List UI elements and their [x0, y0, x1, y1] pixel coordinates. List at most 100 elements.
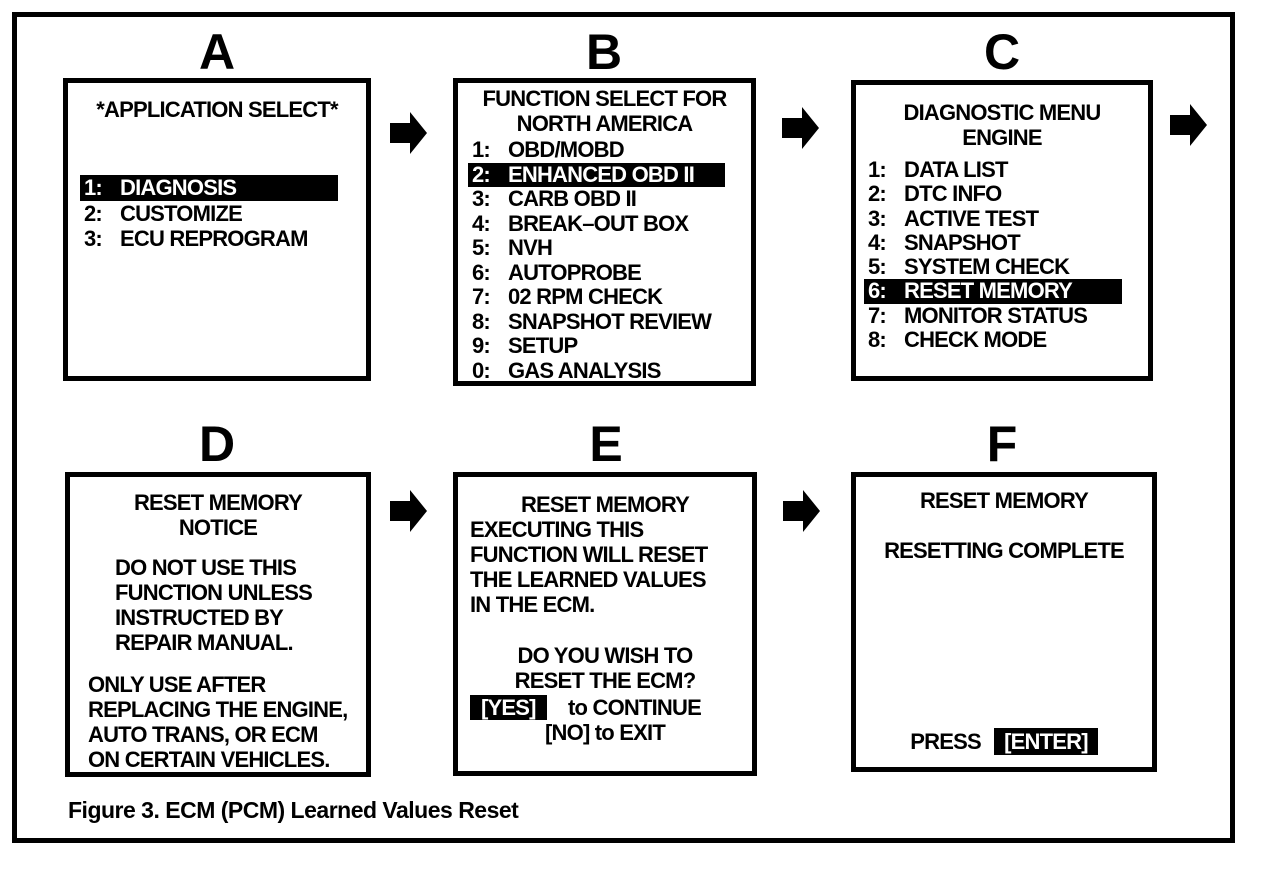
- panel-d-label: D: [198, 416, 236, 472]
- menu-list: 1: DATA LIST 2: DTC INFO 3: ACTIVE TEST …: [864, 157, 1122, 353]
- menu-item-reset-memory-selected: 6: RESET MEMORY: [864, 278, 1122, 304]
- panel-e-label: E: [589, 416, 623, 472]
- menu-item-label: SNAPSHOT REVIEW: [508, 308, 712, 334]
- menu-item-active-test: 3: ACTIVE TEST: [864, 205, 1122, 231]
- menu-item-label: RESET MEMORY: [904, 278, 1073, 304]
- menu-item-label: SYSTEM CHECK: [904, 254, 1070, 280]
- panel-a-label: A: [198, 24, 236, 80]
- screen-title: *APPLICATION SELECT*: [96, 97, 338, 122]
- menu-item-label: DTC INFO: [904, 181, 1002, 207]
- menu-item-label: DIAGNOSIS: [120, 175, 237, 200]
- screen-title-line: ENGINE: [962, 125, 1042, 150]
- menu-item-setup: 9: SETUP: [468, 333, 725, 359]
- menu-item-number: 3:: [472, 186, 491, 211]
- menu-item-label: OBD/MOBD: [508, 137, 625, 162]
- screen-title-line: NORTH AMERICA: [516, 111, 694, 136]
- menu-item-number: 1:: [868, 157, 887, 182]
- menu-item-diagnosis-selected: 1: DIAGNOSIS: [80, 175, 338, 201]
- menu-list: 1: DIAGNOSIS 2: CUSTOMIZE 3: ECU REPROGR…: [80, 175, 338, 252]
- usage-line: ONLY USE AFTER: [88, 672, 266, 697]
- menu-item-number: 9:: [472, 333, 491, 358]
- body-line: IN THE ECM.: [470, 592, 595, 617]
- menu-item-gas-analysis: 0: GAS ANALYSIS: [468, 357, 725, 384]
- panel-f-label: F: [986, 416, 1018, 472]
- flow-arrow-icon: [782, 107, 819, 149]
- usage-line: REPLACING THE ENGINE,: [88, 697, 348, 722]
- screen-title: FUNCTION SELECT FOR NORTH AMERICA: [458, 83, 751, 136]
- yes-action-label: to CONTINUE: [568, 695, 702, 720]
- menu-item-label: NVH: [508, 235, 553, 260]
- screen-title-line: NOTICE: [178, 515, 258, 540]
- menu-item-label: AUTOPROBE: [508, 259, 642, 285]
- menu-item-check-mode: 8: CHECK MODE: [864, 327, 1122, 353]
- menu-item-break-out-box: 4: BREAK–OUT BOX: [468, 210, 725, 237]
- menu-item-label: DATA LIST: [904, 157, 1008, 182]
- menu-item-carb-obd-ii: 3: CARB OBD II: [468, 186, 725, 212]
- body-line: THE LEARNED VALUES: [470, 567, 707, 592]
- menu-item-number: 2:: [868, 181, 887, 207]
- yes-key-badge: [YES]: [470, 695, 547, 720]
- menu-list: 1: OBD/MOBD 2: ENHANCED OBD II 3: CARB O…: [468, 137, 725, 384]
- menu-item-label: CHECK MODE: [904, 327, 1047, 353]
- menu-item-monitor-status: 7: MONITOR STATUS: [864, 302, 1122, 328]
- menu-item-snapshot-review: 8: SNAPSHOT REVIEW: [468, 308, 725, 335]
- menu-item-system-check: 5: SYSTEM CHECK: [864, 254, 1122, 280]
- menu-item-nvh: 5: NVH: [468, 235, 725, 261]
- menu-item-number: 4:: [868, 229, 887, 255]
- menu-item-label: MONITOR STATUS: [904, 302, 1088, 328]
- screen-title-line: DIAGNOSTIC MENU: [903, 100, 1101, 125]
- menu-item-label: GAS ANALYSIS: [508, 357, 661, 383]
- flow-arrow-icon: [1170, 104, 1207, 146]
- menu-item-autoprobe: 6: AUTOPROBE: [468, 259, 725, 286]
- question-line: DO YOU WISH TO: [517, 643, 693, 668]
- status-text: RESETTING COMPLETE: [884, 538, 1125, 563]
- warning-line: INSTRUCTED BY: [115, 605, 284, 630]
- usage-line: AUTO TRANS, OR ECM: [88, 722, 318, 747]
- menu-item-label: 02 RPM CHECK: [508, 284, 663, 309]
- screen-title: DIAGNOSTIC MENU ENGINE: [856, 85, 1148, 150]
- menu-item-number: 8:: [868, 327, 887, 353]
- flow-arrow-icon: [783, 490, 820, 532]
- press-label: PRESS: [910, 729, 981, 754]
- screen-diagnostic-menu: DIAGNOSTIC MENU ENGINE 1: DATA LIST 2: D…: [851, 80, 1153, 381]
- menu-item-label: SNAPSHOT: [904, 229, 1021, 255]
- menu-item-02-rpm-check: 7: 02 RPM CHECK: [468, 284, 725, 310]
- menu-item-number: 5:: [868, 254, 887, 280]
- warning-line: REPAIR MANUAL.: [115, 630, 294, 655]
- screen-reset-memory-complete: RESET MEMORY RESETTING COMPLETE PRESS [E…: [851, 472, 1157, 772]
- usage-text: ONLY USE AFTER REPLACING THE ENGINE, AUT…: [88, 672, 366, 772]
- menu-item-number: 8:: [472, 308, 491, 334]
- menu-item-number: 3:: [84, 226, 103, 251]
- screen-title: RESET MEMORY: [520, 492, 690, 517]
- flow-arrow-icon: [390, 490, 427, 532]
- menu-item-label: SETUP: [508, 333, 578, 358]
- menu-item-number: 3:: [868, 205, 887, 231]
- figure-caption: Figure 3. ECM (PCM) Learned Values Reset: [68, 797, 519, 823]
- menu-item-number: 4:: [472, 210, 491, 236]
- menu-item-number: 2:: [84, 200, 103, 226]
- screen-reset-memory-confirm: RESET MEMORY EXECUTING THIS FUNCTION WIL…: [453, 472, 757, 776]
- usage-line: ON CERTAIN VEHICLES.: [88, 747, 330, 772]
- menu-item-label: CUSTOMIZE: [120, 200, 243, 226]
- confirm-body-text: EXECUTING THIS FUNCTION WILL RESET THE L…: [470, 517, 746, 617]
- menu-item-label: ACTIVE TEST: [904, 205, 1039, 231]
- body-line: EXECUTING THIS: [470, 517, 644, 542]
- screen-reset-memory-notice: RESET MEMORY NOTICE DO NOT USE THIS FUNC…: [65, 472, 371, 777]
- warning-line: DO NOT USE THIS: [115, 555, 297, 580]
- menu-item-number: 1:: [472, 137, 491, 162]
- confirm-question: DO YOU WISH TO RESET THE ECM?: [458, 643, 752, 693]
- panel-b-label: B: [585, 24, 623, 80]
- menu-item-number: 7:: [868, 302, 887, 328]
- menu-item-number: 5:: [472, 235, 491, 260]
- screen-title: RESET MEMORY NOTICE: [70, 477, 366, 540]
- flow-arrow-icon: [390, 112, 427, 154]
- menu-item-obd-mobd: 1: OBD/MOBD: [468, 137, 725, 163]
- panel-c-label: C: [983, 24, 1021, 80]
- menu-item-dtc-info: 2: DTC INFO: [864, 181, 1122, 207]
- menu-item-number: 7:: [472, 284, 491, 309]
- screen-title-line: FUNCTION SELECT FOR: [482, 86, 728, 111]
- menu-item-ecu-reprogram: 3: ECU REPROGRAM: [80, 226, 338, 252]
- menu-item-label: CARB OBD II: [508, 186, 637, 211]
- no-option-line: [NO] to EXIT: [545, 720, 666, 745]
- menu-item-number: 6:: [472, 259, 491, 285]
